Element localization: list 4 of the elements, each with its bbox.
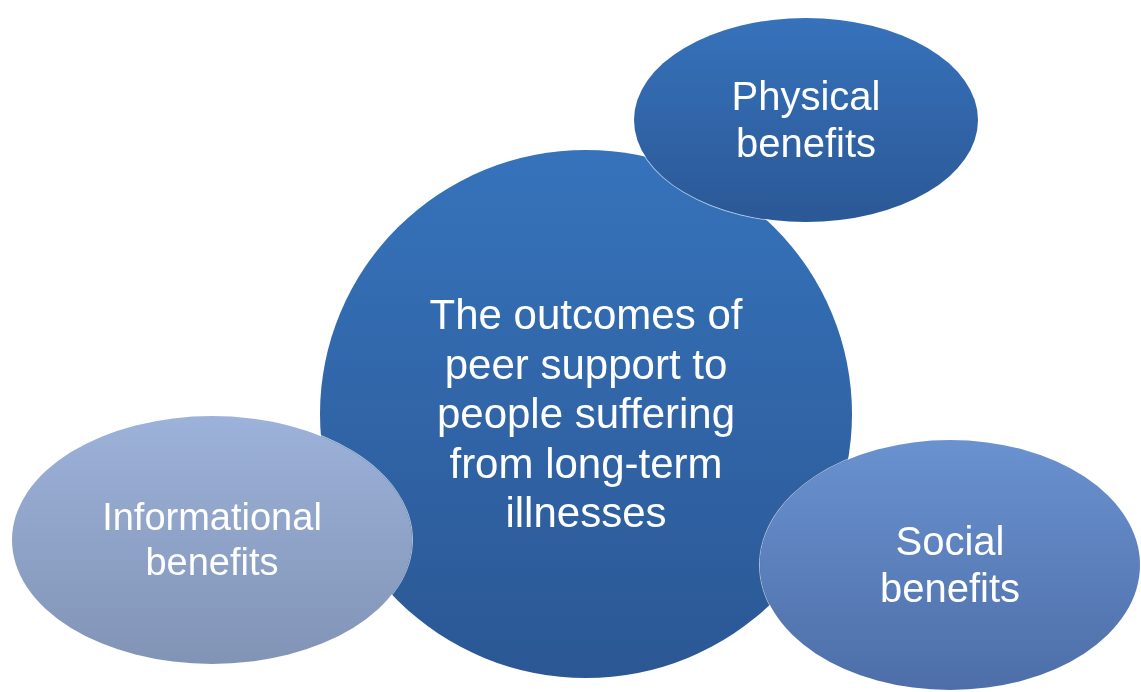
node-text: Informational benefits: [101, 495, 323, 585]
node-text: The outcomes of peer support to people suffering from long-term illnesses: [428, 290, 744, 538]
node-text: Physical benefits: [730, 72, 882, 167]
node-text: Social benefits: [878, 517, 1022, 612]
